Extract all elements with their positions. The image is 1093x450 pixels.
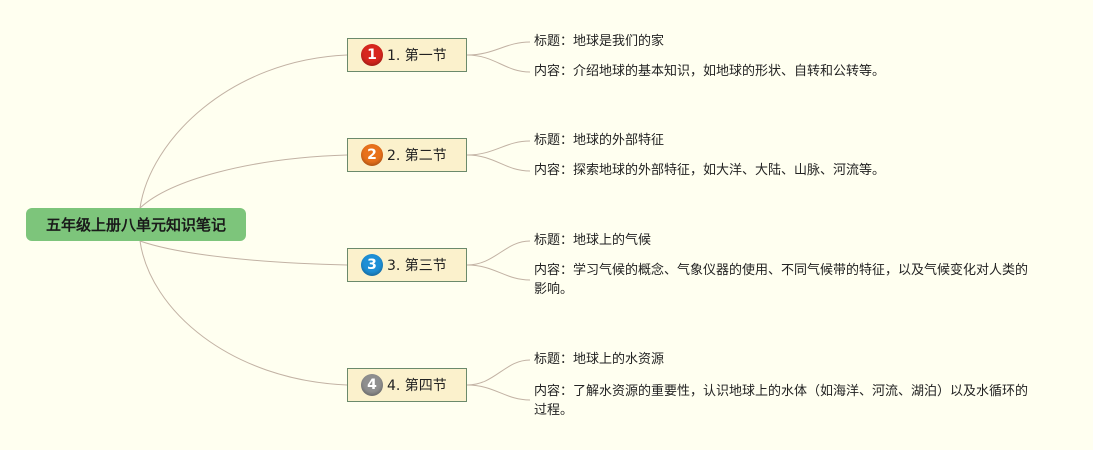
number-badge-icon: 2 (361, 144, 383, 166)
section-label: 2. 第二节 (387, 148, 447, 164)
connector-section-4-title (466, 359, 531, 386)
root-topic-label: 五年级上册八单元知识笔记 (45, 216, 226, 234)
section-1-title[interactable]: 标题：地球是我们的家 (534, 34, 665, 49)
section-4-content[interactable]: 内容：了解水资源的重要性，认识地球上的水体（如海洋、河流、湖泊）以及水循环的过程… (534, 384, 1029, 418)
section-node-4[interactable]: 4 4. 第四节 (347, 368, 467, 402)
connector-section-1-content (466, 54, 531, 73)
section-1-content[interactable]: 内容：介绍地球的基本知识，如地球的形状、自转和公转等。 (534, 64, 886, 79)
section-2-title[interactable]: 标题：地球的外部特征 (534, 133, 665, 148)
connector-root-section-2 (139, 154, 348, 209)
section-node-1[interactable]: 1 1. 第一节 (347, 38, 467, 72)
section-node-2[interactable]: 2 2. 第二节 (347, 138, 467, 172)
connector-section-4-content (466, 384, 531, 401)
connector-root-section-1 (139, 54, 348, 209)
number-badge-icon: 3 (361, 254, 383, 276)
section-label: 4. 第四节 (387, 378, 447, 394)
section-label: 3. 第三节 (387, 258, 447, 274)
section-2-content[interactable]: 内容：探索地球的外部特征，如大洋、大陆、山脉、河流等。 (534, 163, 886, 178)
section-3-content[interactable]: 内容：学习气候的概念、气象仪器的使用、不同气候带的特征，以及气候变化对人类的影响… (534, 263, 1029, 297)
connector-section-2-content (466, 154, 531, 172)
section-4-title[interactable]: 标题：地球上的水资源 (534, 352, 665, 367)
connector-root-section-4 (139, 240, 348, 386)
connector-section-3-content (466, 264, 531, 281)
connector-section-3-title (466, 240, 531, 266)
section-label: 1. 第一节 (387, 48, 447, 64)
number-badge-icon: 1 (361, 44, 383, 66)
root-topic[interactable]: 五年级上册八单元知识笔记 (26, 208, 246, 241)
connector-section-1-title (466, 41, 531, 56)
number-badge-icon: 4 (361, 374, 383, 396)
section-3-title[interactable]: 标题：地球上的气候 (534, 233, 652, 248)
section-node-3[interactable]: 3 3. 第三节 (347, 248, 467, 282)
connector-section-2-title (466, 140, 531, 156)
connector-root-section-3 (139, 240, 348, 266)
